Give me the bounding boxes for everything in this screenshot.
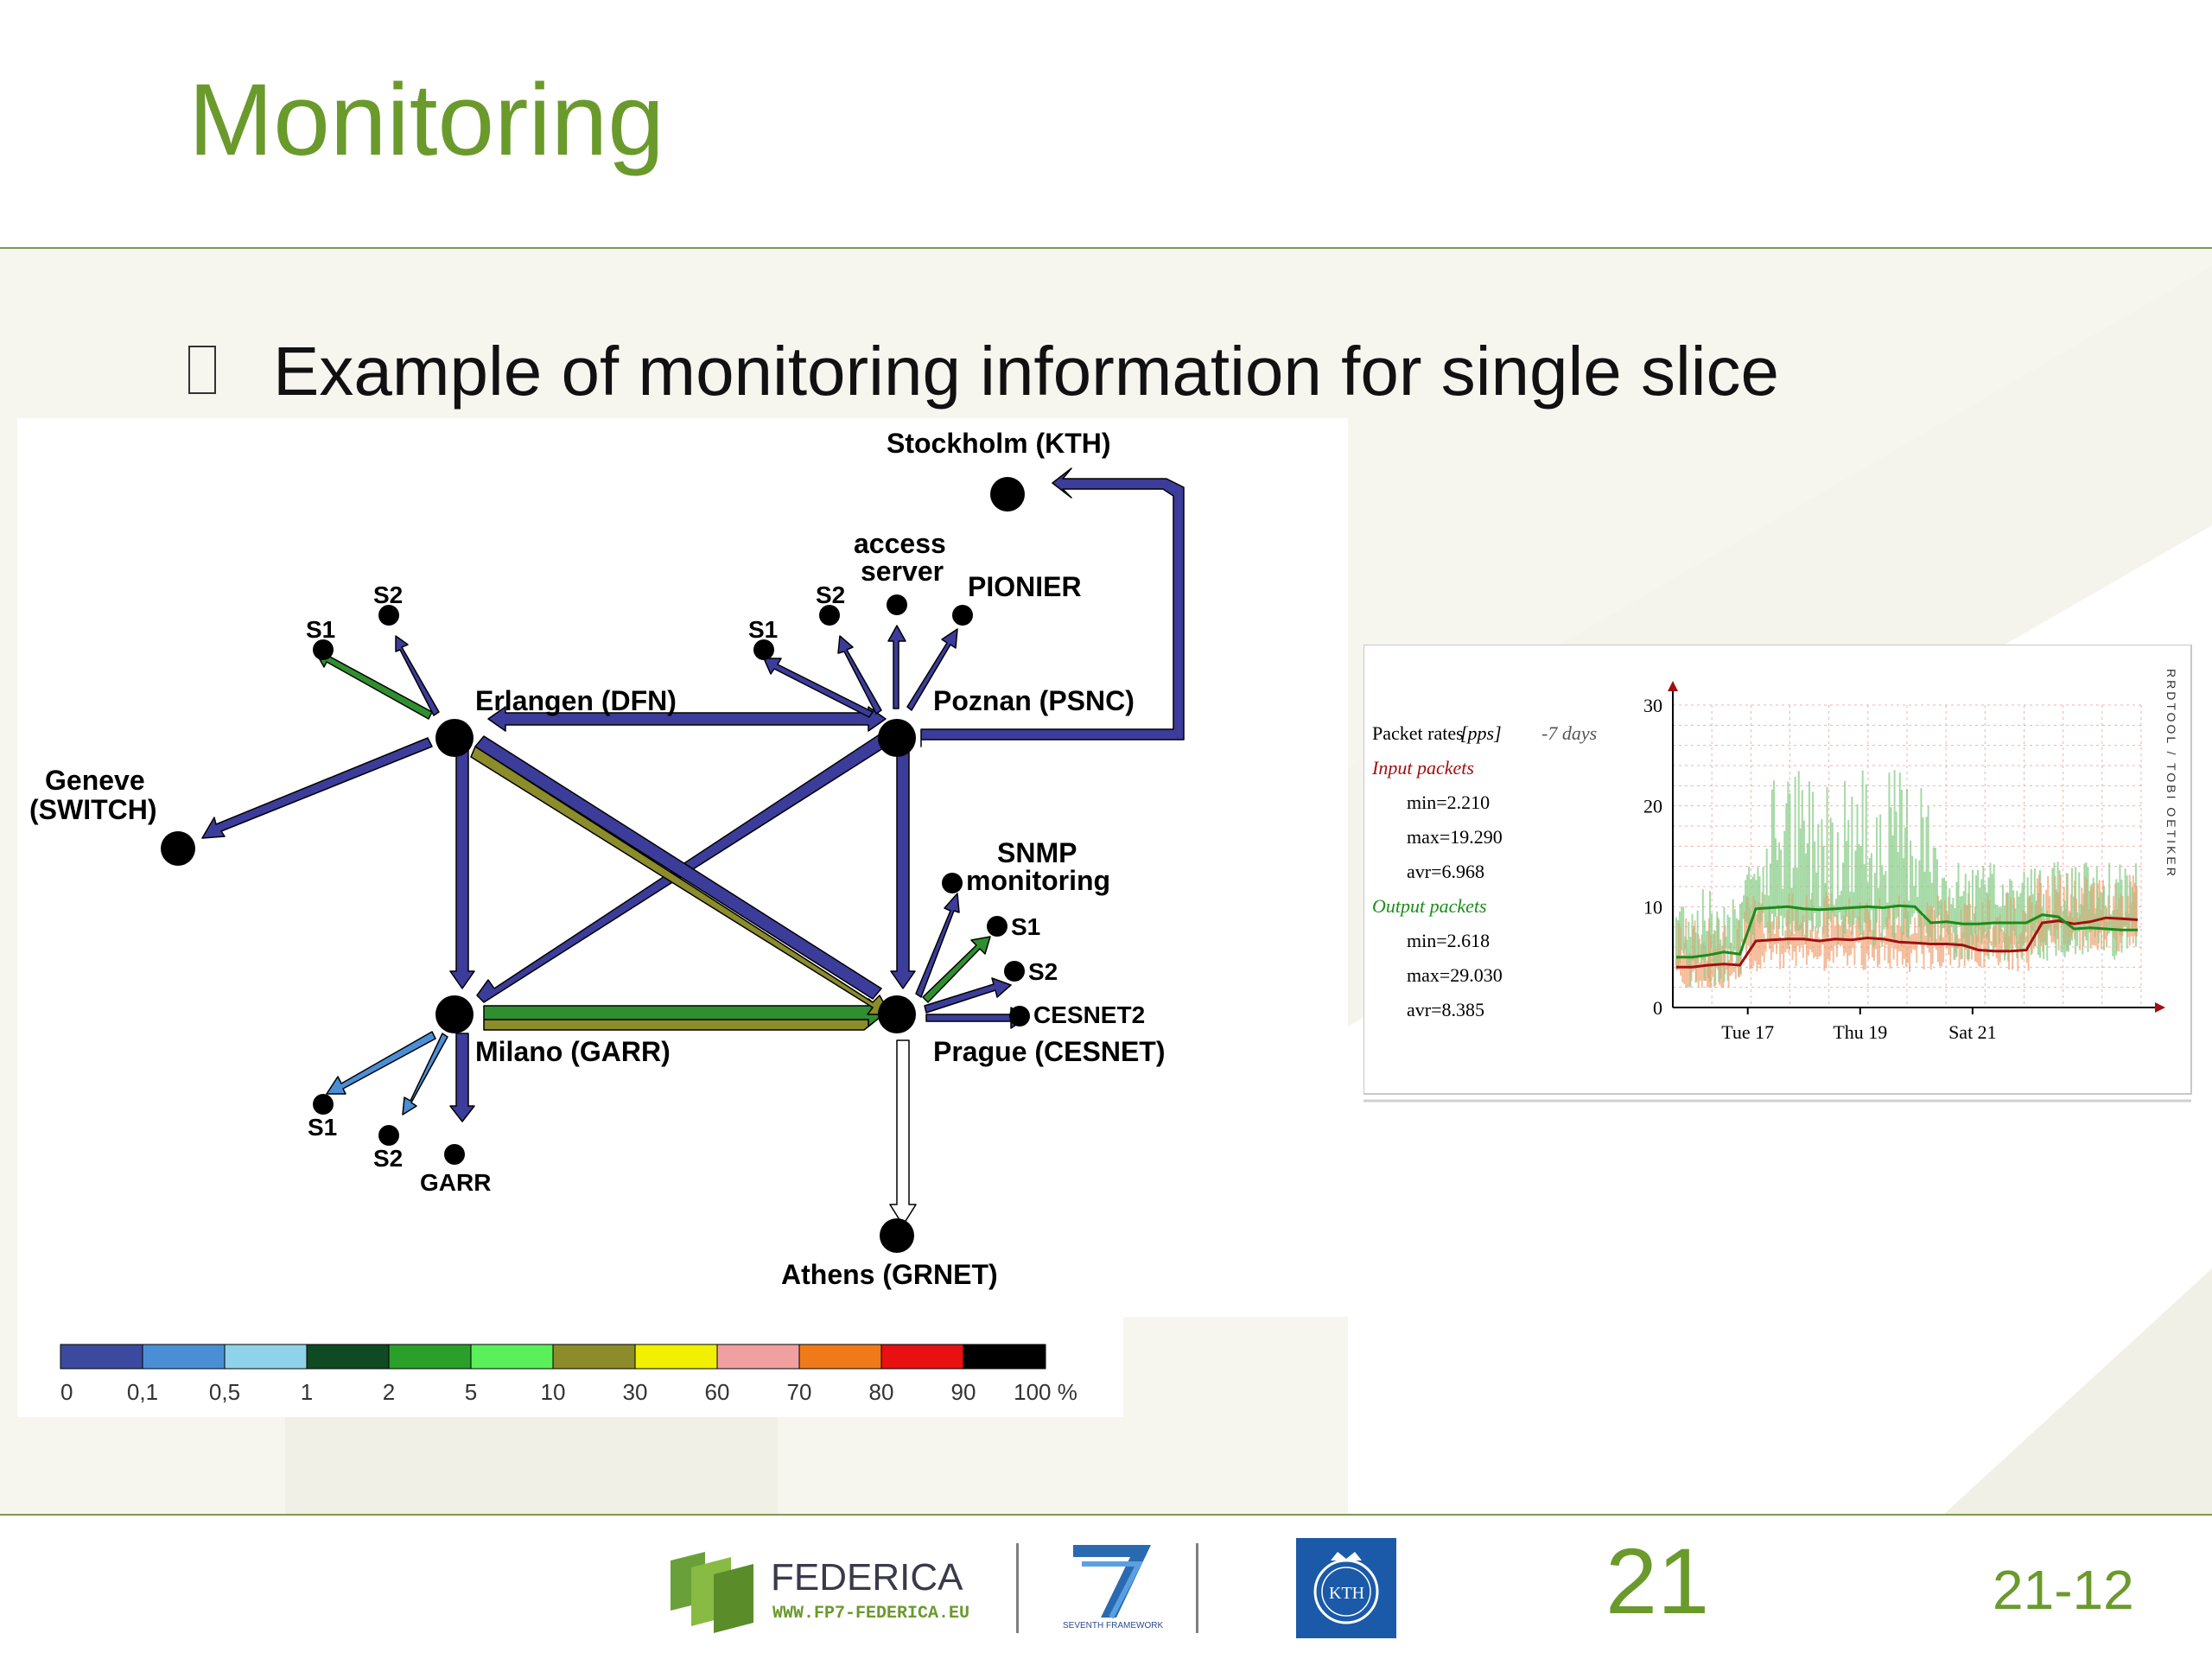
series-stat: max=19.290: [1407, 826, 1503, 848]
link-erlangen-geneve: [201, 737, 433, 839]
label-s1: S1: [306, 616, 335, 643]
legend-label: 0: [60, 1379, 73, 1405]
label-prague: Prague (CESNET): [933, 1036, 1165, 1067]
label-s2: S2: [373, 582, 403, 608]
x-tick-label: Thu 19: [1833, 1021, 1887, 1043]
y-tick-label: 10: [1643, 896, 1662, 918]
svg-text:WWW.FP7-FEDERICA.EU: WWW.FP7-FEDERICA.EU: [772, 1604, 969, 1624]
chart-watermark: RRDTOOL / TOBI OETIKER: [2164, 669, 2178, 879]
label-s2: S2: [373, 1145, 403, 1172]
utilization-legend: 0 0,1 0,5 1 2 5 10 30 60 70 80 90 100 %: [17, 1313, 1123, 1417]
label-garr: GARR: [420, 1169, 491, 1196]
link-prague-athens: [889, 1039, 917, 1226]
label-s1: S1: [748, 616, 778, 643]
label-s2: S2: [1028, 958, 1058, 985]
label-access-2: server: [861, 556, 944, 587]
svg-text:KTH: KTH: [1329, 1584, 1364, 1603]
legend-swatch: [552, 1344, 636, 1370]
legend-swatch: [798, 1344, 882, 1370]
chart-period: -7 days: [1541, 722, 1597, 744]
series-name: Output packets: [1372, 895, 1487, 917]
series-stat: max=29.030: [1407, 964, 1503, 986]
kth-logo: KTH: [1296, 1538, 1396, 1638]
link-poznan-prague: [890, 737, 916, 989]
legend-swatch: [716, 1344, 800, 1370]
legend-label: 1: [301, 1379, 313, 1405]
bullet-icon: [188, 346, 216, 394]
label-access-1: access: [854, 528, 946, 559]
legend-swatch: [634, 1344, 718, 1370]
label-erlangen: Erlangen (DFN): [475, 685, 677, 716]
chart-unit: [pps]: [1460, 722, 1502, 744]
label-geneve-1: Geneve: [45, 765, 145, 796]
label-s1: S1: [1011, 913, 1040, 940]
legend-label: 10: [541, 1379, 566, 1405]
link-poznan-stockholm: [920, 467, 1185, 747]
series-stat: avr=6.968: [1407, 861, 1484, 882]
svg-text:FEDERICA: FEDERICA: [771, 1556, 963, 1599]
x-tick-label: Tue 17: [1721, 1021, 1774, 1043]
series-stat: min=2.210: [1407, 791, 1490, 813]
slide-code: 21-12: [1993, 1559, 2134, 1621]
page-title: Monitoring: [188, 63, 664, 177]
legend-swatch: [60, 1344, 143, 1370]
label-s2: S2: [816, 582, 845, 608]
legend-swatch: [963, 1344, 1046, 1370]
logo-separator: [1016, 1543, 1019, 1633]
label-athens: Athens (GRNET): [781, 1259, 998, 1290]
y-tick-label: 30: [1643, 695, 1662, 716]
legend-swatch: [880, 1344, 964, 1370]
legend-label: 90: [951, 1379, 976, 1405]
federica-logo: FEDERICA WWW.FP7-FEDERICA.EU: [671, 1552, 969, 1633]
legend-swatch: [142, 1344, 226, 1370]
legend-swatch: [470, 1344, 554, 1370]
footer-divider: [0, 1514, 2212, 1516]
legend-label: 5: [465, 1379, 477, 1405]
legend-label: 80: [869, 1379, 894, 1405]
legend-label: 100 %: [1014, 1379, 1077, 1405]
legend-label: 60: [705, 1379, 730, 1405]
legend-label: 0,1: [127, 1379, 158, 1405]
label-snmp-1: SNMP: [997, 837, 1077, 868]
label-snmp-2: monitoring: [966, 865, 1110, 896]
legend-label: 2: [383, 1379, 395, 1405]
legend-swatch: [306, 1344, 390, 1370]
legend-label: 0,5: [209, 1379, 240, 1405]
series-name: Input packets: [1371, 757, 1474, 779]
label-milano: Milano (GARR): [475, 1036, 671, 1067]
label-geneve-2: (SWITCH): [29, 794, 157, 825]
y-tick-label: 0: [1653, 997, 1662, 1019]
logo-separator: [1196, 1543, 1198, 1633]
series-stat: min=2.618: [1407, 930, 1490, 951]
fp7-logo: SEVENTH FRAMEWORK: [1063, 1545, 1163, 1630]
legend-label: 70: [787, 1379, 812, 1405]
title-divider: [0, 247, 2212, 249]
legend-swatch: [388, 1344, 472, 1370]
label-cesnet2: CESNET2: [1033, 1001, 1145, 1028]
series-line: [1676, 916, 2139, 969]
slide-number: 21: [1605, 1529, 1710, 1633]
network-diagram: Stockholm (KTH) access server PIONIER Er…: [17, 418, 1348, 1317]
label-stockholm: Stockholm (KTH): [887, 428, 1111, 459]
label-pionier: PIONIER: [968, 571, 1082, 602]
series-line: [1676, 904, 2138, 959]
link-erlangen-milano: [449, 737, 475, 989]
link-erlangen-poznan: [487, 706, 887, 732]
legend-label: 30: [623, 1379, 648, 1405]
legend-swatch: [224, 1344, 308, 1370]
label-s1: S1: [308, 1114, 337, 1141]
svg-text:SEVENTH FRAMEWORK: SEVENTH FRAMEWORK: [1063, 1621, 1163, 1630]
chart-title: Packet rates: [1372, 722, 1464, 744]
y-tick-label: 20: [1643, 796, 1662, 817]
x-tick-label: Sat 21: [1948, 1021, 1997, 1043]
bullet-text: Example of monitoring information for si…: [273, 333, 1780, 410]
label-poznan: Poznan (PSNC): [933, 685, 1135, 716]
series-stat: avr=8.385: [1407, 999, 1484, 1020]
